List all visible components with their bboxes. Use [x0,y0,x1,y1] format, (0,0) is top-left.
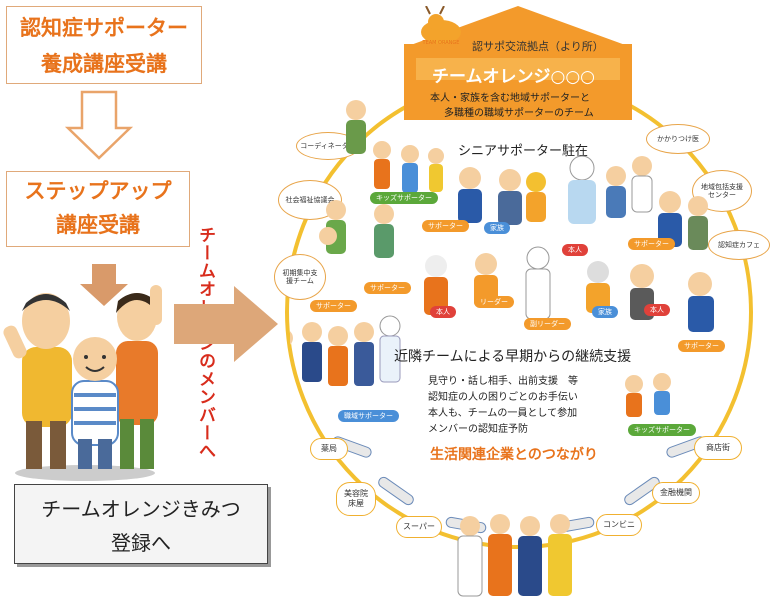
tag-family-2: 家族 [592,306,618,318]
biz-salon-text: 美容院床屋 [344,489,368,508]
tag-supporter-1: サポーター [422,220,469,232]
tag-sub-leader: 副リーダー [524,318,571,330]
cloud-family-doctor: かかりつけ医 [646,124,710,154]
register-line1: チームオレンジきみつ [41,497,241,521]
tag-supporter-3: サポーター [364,282,411,294]
down-arrow-solid-icon [80,264,128,306]
step1-line2: 養成講座受講 [41,52,167,76]
cloud-welfare: 社会福祉協議会 [278,180,342,220]
tag-leader: リーダー [474,296,514,308]
business-heading: 生活関連企業とのつながり [430,447,598,463]
step2-line2: 講座受講 [56,213,140,237]
support-item-1: 見守り・話し相手、出前支援 等 [428,376,578,387]
support-item-2: 認知症の人の困りごとのお手伝い [428,392,578,403]
family-cheering-illustration [3,285,162,481]
support-item-4: メンバーの認知症予防 [428,424,528,435]
cloud-dementia-cafe: 認知症カフェ [708,230,770,260]
down-arrow-outline-icon [64,90,134,160]
business-workers-illustration [457,514,572,597]
tag-kids-top: キッズサポーター [370,192,438,204]
tag-family-1: 家族 [484,222,510,234]
hub-badge: 認サポ交流拠点（より所） [472,40,604,53]
biz-supermarket: スーパー [396,516,442,538]
biz-convenience: コンビニ [596,514,642,536]
biz-bank: 金融機関 [652,482,700,504]
cloud-early-team: 初期集中支援チーム [274,254,326,300]
biz-pharmacy: 薬局 [310,438,348,460]
step2-line1: ステップアップ [24,179,172,203]
register-box[interactable]: チームオレンジきみつ 登録へ [14,484,268,564]
logo-text: TEAM ORANGE [422,40,460,46]
tag-person-3: 本人 [644,304,670,316]
cloud-early-team-text: 初期集中支援チーム [282,268,318,285]
biz-shopping-street: 商店街 [694,436,742,460]
step2-box: ステップアップ 講座受講 [6,171,190,247]
tag-person-1: 本人 [562,244,588,256]
tag-supporter-4: サポーター [310,300,357,312]
tag-person-2: 本人 [430,306,456,318]
senior-station-label: シニアサポーター駐在 [458,144,589,159]
hub-title: チームオレンジ○○○ [432,67,595,87]
tag-supporter-5: サポーター [678,340,725,352]
supporter-people-illustration [290,100,714,417]
cloud-regional-center-text: 地域包括支援センター [701,182,743,199]
tag-workplace: 職域サポーター [338,410,399,422]
team-orange-logo-icon: TEAM ORANGE [421,6,461,46]
step1-box: 認知症サポーター 養成講座受講 [6,6,202,84]
tag-kids-bottom: キッズサポーター [628,424,696,436]
right-arrow-icon [174,286,278,362]
hub-desc2: 多職種の職域サポーターのチーム [444,108,594,119]
hub-desc1: 本人・家族を含む地域サポーターと [430,93,590,104]
support-heading: 近隣チームによる早期からの継続支援 [394,349,632,365]
biz-salon: 美容院床屋 [336,482,376,516]
step1-line1: 認知症サポーター [20,16,188,40]
support-item-3: 本人も、チームの一員として参加 [428,408,578,419]
tag-supporter-2: サポーター [628,238,675,250]
register-line2: 登録へ [111,531,171,555]
